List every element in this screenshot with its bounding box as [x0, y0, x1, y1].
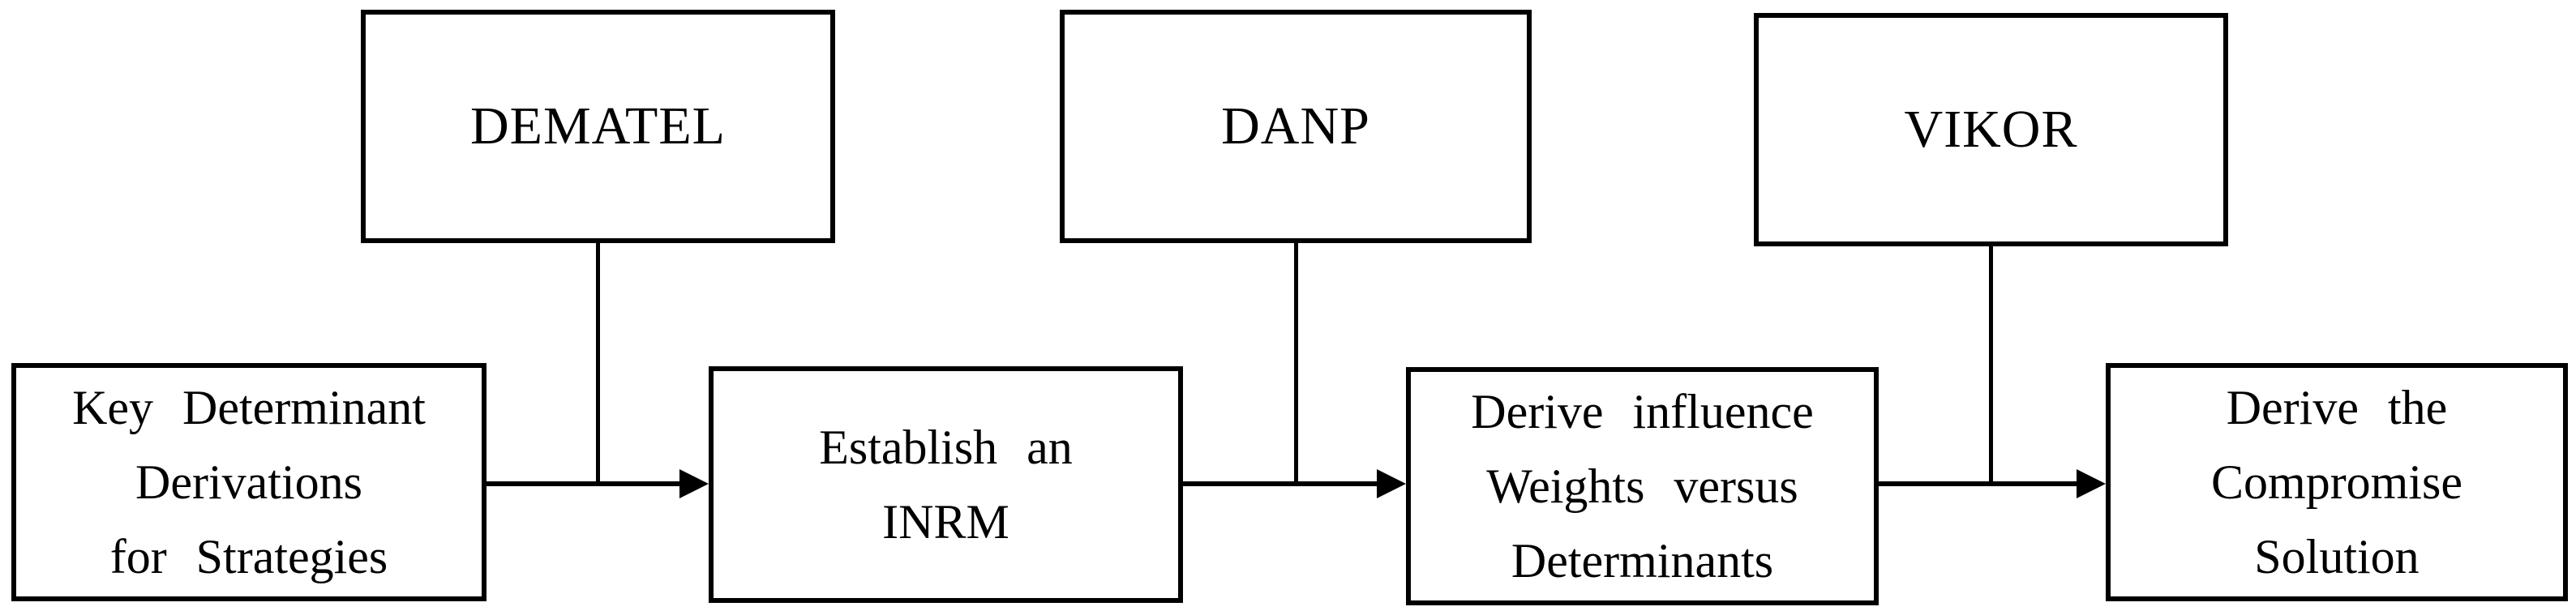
method-label-danp: DANP [1221, 96, 1370, 156]
step-box-key-determinant-derivations: Key Determinant Derivations for Strategi… [11, 363, 486, 601]
step-box-establish-inrm: Establish an INRM [709, 366, 1183, 603]
step-box-derive-influence-weights: Derive influence Weights versus Determin… [1406, 367, 1879, 605]
step-label-line: Establish an [819, 421, 1073, 474]
step-label-line: Derive the [2226, 381, 2448, 434]
method-label-dematel: DEMATEL [470, 96, 726, 156]
step-label-line: Weights versus [1486, 459, 1798, 513]
step-label-line: Determinants [1511, 534, 1774, 588]
method-box-dematel: DEMATEL [361, 10, 835, 243]
step-label-line: INRM [882, 495, 1009, 549]
arrowhead-icon-1 [679, 469, 709, 498]
arrow-line-3 [1879, 481, 2077, 486]
arrowhead-icon-3 [2077, 469, 2106, 498]
connector-line-danp [1294, 240, 1298, 486]
connector-line-dematel [596, 240, 600, 486]
step-label-line: Derive influence [1471, 385, 1814, 438]
method-label-vikor: VIKOR [1904, 100, 2078, 159]
step-box-derive-compromise-solution: Derive the Compromise Solution [2106, 363, 2568, 601]
step-label-line: Key Determinant [72, 381, 426, 434]
connector-line-vikor [1989, 243, 1993, 486]
step-label-line: for Strategies [109, 530, 388, 583]
step-label-line: Derivations [135, 455, 362, 509]
method-box-vikor: VIKOR [1754, 13, 2228, 246]
arrow-line-2 [1183, 481, 1378, 486]
method-box-danp: DANP [1060, 10, 1532, 243]
step-label-line: Solution [2254, 530, 2420, 583]
arrow-line-1 [486, 481, 683, 486]
step-label-line: Compromise [2211, 455, 2462, 509]
arrowhead-icon-2 [1377, 469, 1406, 498]
